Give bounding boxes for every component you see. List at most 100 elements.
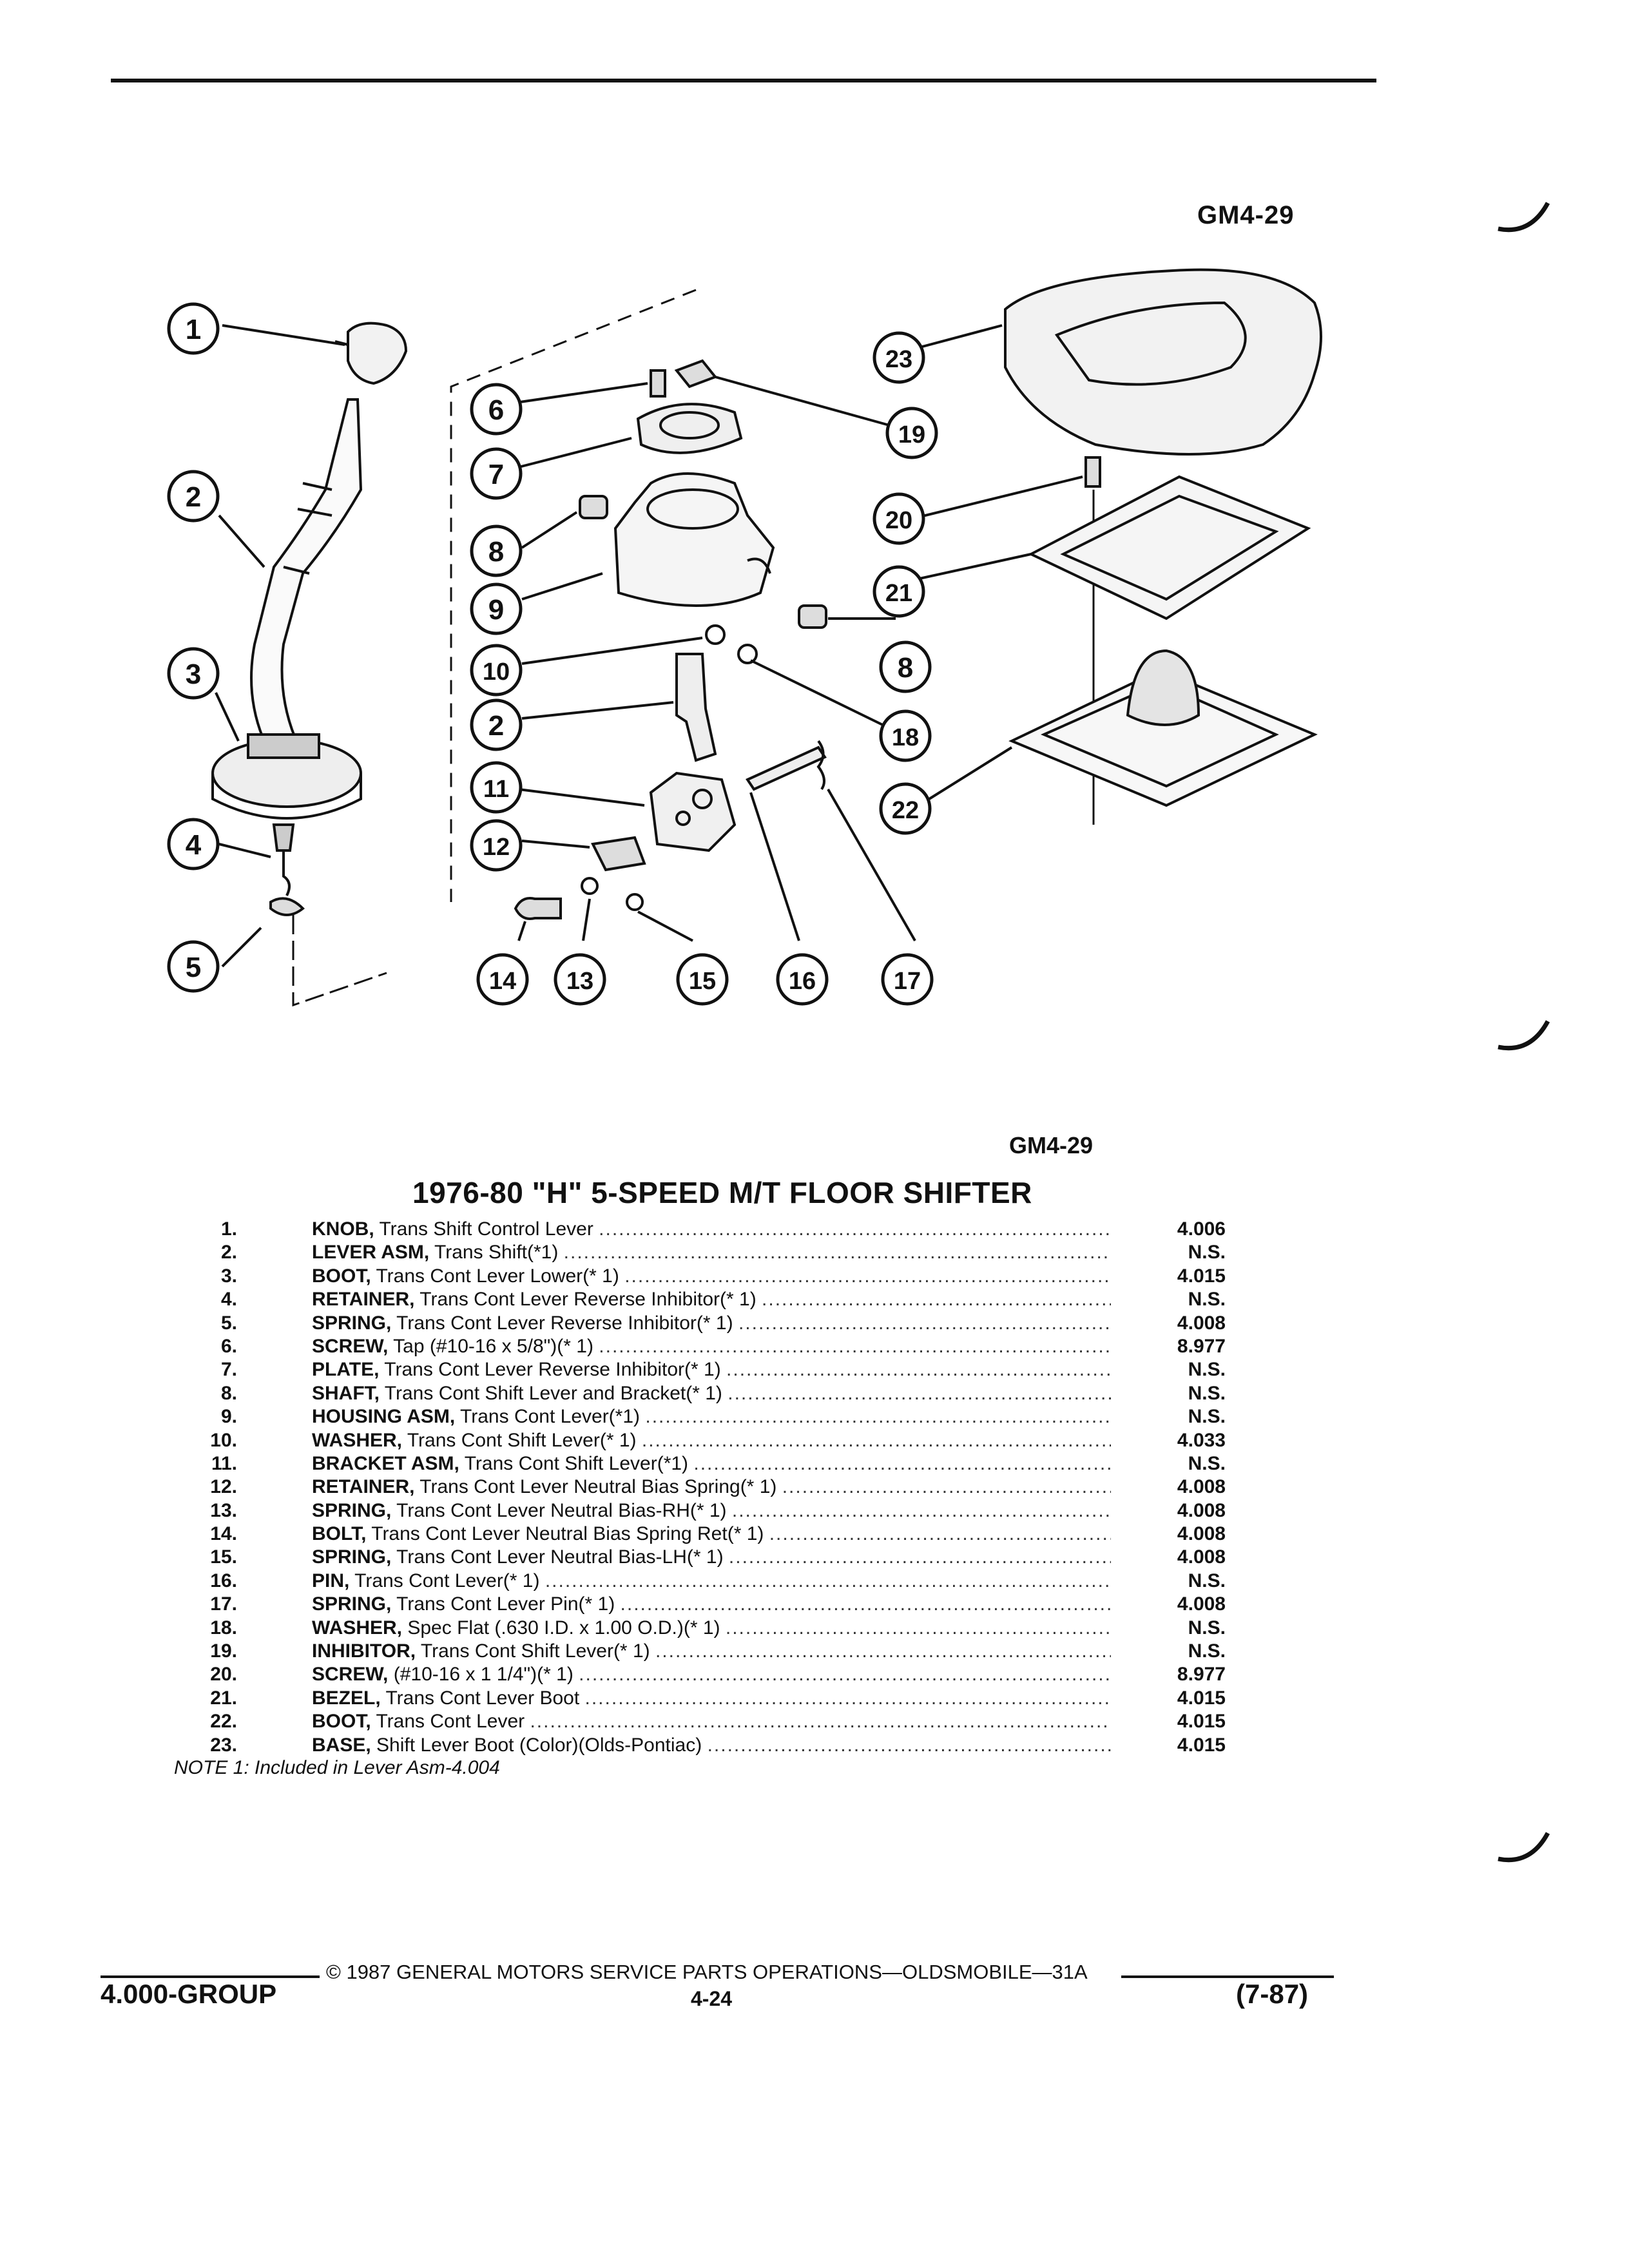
part-detail: Trans Cont Lever Neutral Bias Spring Ret… [371,1523,764,1545]
part-group-code: 4.015 [1177,1265,1226,1287]
part-detail: Trans Cont Lever(*1) [460,1406,641,1428]
part-detail: Trans Cont Shift Lever(* 1) [407,1429,637,1451]
svg-text:17: 17 [894,968,921,995]
part-name: BOOT, [312,1265,371,1287]
leader-dots: ........................................… [693,1452,1111,1474]
part-name: SPRING, [312,1499,392,1521]
svg-text:9: 9 [488,594,504,626]
svg-text:20: 20 [885,507,912,534]
svg-text:5: 5 [186,952,201,983]
svg-text:4: 4 [186,829,202,861]
callout-1: 1 [167,302,220,355]
callout-8: 8 [470,524,523,577]
part-name: SPRING, [312,1546,392,1568]
part-description: WASHER, Trans Cont Shift Lever(* 1) ....… [312,1429,1111,1452]
part-detail: Trans Cont Shift Lever and Bracket(* 1) [384,1382,722,1404]
leader-dots: ........................................… [599,1218,1111,1240]
footer-revision-date: (7-87) [1236,1979,1309,2009]
svg-text:18: 18 [892,724,919,751]
part-description: BRACKET ASM, Trans Cont Shift Lever(*1) … [312,1452,1111,1475]
part-number: 11. [211,1452,237,1474]
callout-18: 18 [879,709,932,762]
parts-list-row: 1.KNOB, Trans Shift Control Lever ......… [161,1218,1226,1241]
leader-dots: ........................................… [782,1476,1111,1498]
part-group-code: 4.008 [1177,1312,1226,1334]
parts-list-title: 1976-80 "H" 5-SPEED M/T FLOOR SHIFTER [412,1176,1032,1209]
parts-list-row: 11. BRACKET ASM, Trans Cont Shift Lever(*… [161,1452,1226,1475]
svg-text:14: 14 [489,968,516,995]
part-number: 10. [210,1429,237,1451]
footer-group-label: 4.000-GROUP [101,1979,277,2009]
footer-page-number: 4-24 [691,1987,733,2010]
part-detail: Trans Cont Lever [376,1711,525,1733]
part-number: 6. [220,1335,237,1357]
leader-dots: ........................................… [655,1640,1111,1662]
part-name: SCREW, [312,1335,389,1357]
svg-text:22: 22 [892,797,919,824]
callout-16: 16 [776,953,829,1006]
housing-part [613,472,775,607]
part-number: 21. [210,1687,237,1709]
footer-copyright: © 1987 GENERAL MOTORS SERVICE PARTS OPER… [326,1961,1088,1983]
parts-list-row: 5.SPRING, Trans Cont Lever Reverse Inhib… [161,1312,1226,1335]
callout-23: 23 [872,331,925,384]
part-number: 19. [210,1640,237,1662]
boot-base-part [1004,268,1322,456]
part-description: SPRING, Trans Cont Lever Pin(* 1) ......… [312,1593,1111,1616]
parts-list-row: 6. SCREW, Tap (#10-16 x 5/8")(* 1) ......… [161,1335,1226,1358]
exploded-parts-diagram: 1 2 3 4 5 6 7 8 9 10 2 11 12 14 13 15 16… [167,268,1322,1007]
part-number: 7. [220,1359,237,1381]
top-rule [111,79,1376,82]
parts-list-row: 19.INHIBITOR, Trans Cont Shift Lever(* 1… [161,1640,1226,1663]
part-description: BASE, Shift Lever Boot (Color)(Olds-Pont… [312,1734,1111,1757]
part-number: 14. [210,1523,237,1545]
callout-6: 6 [470,383,523,436]
part-name: BEZEL, [312,1687,381,1709]
leader-dots: ........................................… [584,1687,1111,1709]
part-description: SPRING, Trans Cont Lever Neutral Bias-LH… [312,1546,1111,1569]
bracket-part [649,771,737,852]
part-description: SCREW, Tap (#10-16 x 5/8")(* 1) ........… [312,1335,1111,1358]
parts-list-row: 10. WASHER, Trans Cont Shift Lever(* 1) .… [161,1429,1226,1452]
svg-text:8: 8 [488,536,504,568]
part-number: 22. [210,1711,237,1733]
part-group-code: 4.015 [1177,1711,1226,1733]
part-detail: Trans Cont Lever Neutral Bias-LH(* 1) [396,1546,724,1568]
parts-list-row: 12.RETAINER, Trans Cont Lever Neutral Bi… [161,1475,1226,1499]
part-description: WASHER, Spec Flat (.630 I.D. x 1.00 O.D.… [312,1617,1111,1640]
part-group-code: 4.008 [1177,1546,1226,1568]
part-description: BEZEL, Trans Cont Lever Boot ...........… [312,1687,1111,1710]
svg-text:11: 11 [483,776,509,803]
part-number: 20. [210,1664,237,1686]
svg-text:6: 6 [488,394,504,426]
parts-list-row: 23.BASE, Shift Lever Boot (Color)(Olds-P… [161,1734,1226,1757]
callout-11: 11 [470,761,523,814]
part-description: BOOT, Trans Cont Lever Lower(* 1) ......… [312,1265,1111,1288]
leader-dots: ........................................… [641,1429,1111,1451]
part-detail: Trans Shift Control Lever [379,1218,593,1240]
part-detail: Trans Cont Lever Reverse Inhibitor(* 1) [419,1289,757,1311]
parts-list-row: 16.PIN, Trans Cont Lever(* 1) ..........… [161,1570,1226,1593]
parts-list-row: 20.SCREW, (#10-16 x 1 1/4")(* 1) .......… [161,1663,1226,1686]
callout-2: 2 [167,470,220,523]
part-detail: Trans Shift(*1) [434,1242,559,1264]
part-name: WASHER, [312,1429,403,1451]
svg-text:13: 13 [566,968,593,995]
svg-text:23: 23 [885,346,912,373]
footer-rule-left [101,1975,320,1978]
part-description: BOLT, Trans Cont Lever Neutral Bias Spri… [312,1523,1111,1546]
svg-text:21: 21 [885,580,912,607]
part-number: 18. [210,1617,237,1639]
leader-dots: ........................................… [731,1499,1111,1521]
parts-list-row: 4.RETAINER, Trans Cont Lever Reverse Inh… [161,1288,1226,1311]
callout-13: 13 [554,953,606,1006]
callout-19: 19 [885,407,938,459]
leader-dots: ........................................… [579,1664,1111,1686]
part-description: LEVER ASM, Trans Shift(*1) .............… [312,1241,1111,1264]
parts-list-row: 21. BEZEL, Trans Cont Lever Boot ........… [161,1687,1226,1710]
figure-code-top: GM4-29 [1197,201,1295,229]
svg-text:2: 2 [186,481,201,513]
part-detail: Trans Cont Lever Reverse Inhibitor(* 1) [384,1359,721,1381]
part-group-code: 4.006 [1177,1218,1226,1240]
part-description: SPRING, Trans Cont Lever Reverse Inhibit… [312,1312,1111,1335]
